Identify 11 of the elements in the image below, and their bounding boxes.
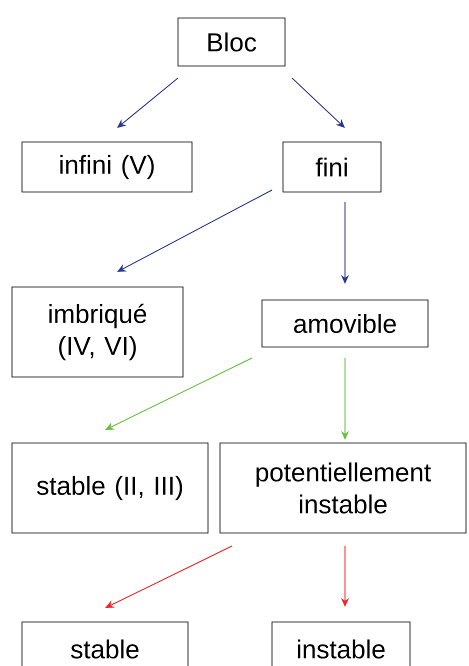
process-box: instable xyxy=(272,622,410,666)
process-box: Bloc xyxy=(178,18,286,66)
process-box: amovible xyxy=(262,300,428,348)
arrow xyxy=(117,78,178,128)
process-box: imbriqué (IV, VI) xyxy=(12,286,184,378)
process-box: stable xyxy=(22,622,188,666)
process-box: potentiellement instable xyxy=(220,442,466,534)
process-box: fini xyxy=(282,142,382,192)
process-box: stable (II, III) xyxy=(12,442,208,534)
process-box: infini (V) xyxy=(22,142,192,192)
arrow xyxy=(292,78,345,128)
